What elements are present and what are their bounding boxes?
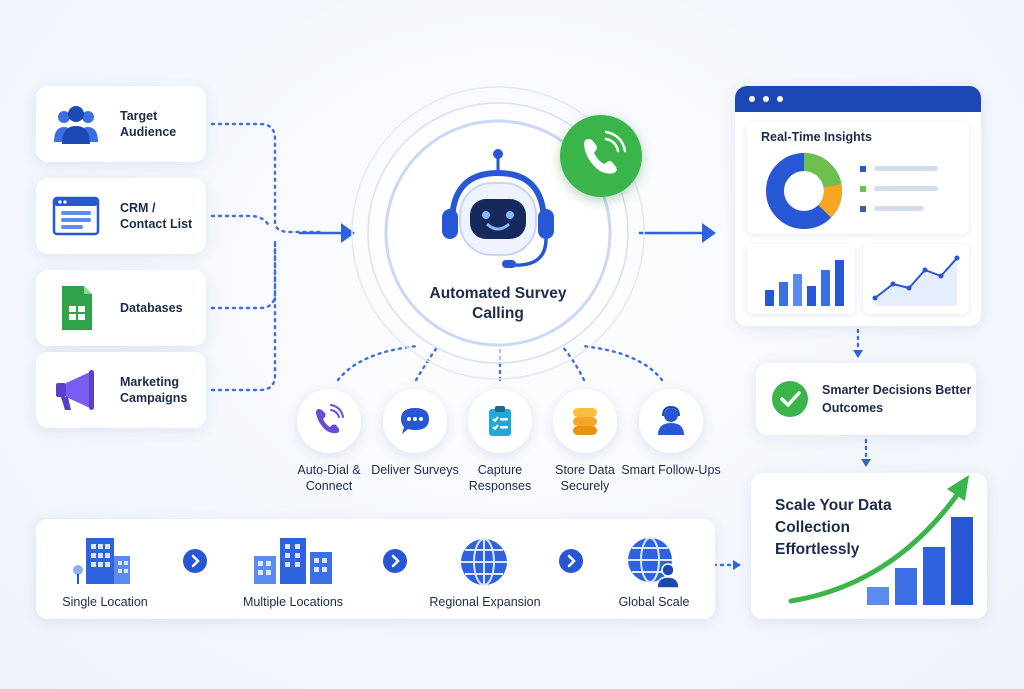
insights-dashboard: Real-Time Insights: [735, 86, 981, 326]
donut-chart-icon: [766, 153, 842, 229]
phone-ring-icon: [316, 404, 344, 434]
stage-label: Global Scale: [618, 595, 690, 609]
insights-panel: Real-Time Insights: [747, 122, 969, 234]
feature-label: Smart Follow-Ups: [621, 463, 721, 477]
bar-chart-panel: [747, 244, 855, 314]
stage-label: Single Location: [62, 595, 148, 609]
expansion-panel: [36, 519, 715, 619]
globe-people-icon: [624, 536, 684, 589]
growth-chart-icon: [788, 475, 973, 605]
spreadsheet-icon: [52, 284, 100, 332]
robot-headset-icon: [430, 145, 566, 275]
feature-label: Store Data Securely: [555, 463, 615, 493]
source-label: Databases: [120, 301, 183, 315]
globe-icon: [458, 536, 510, 588]
feature-label: Capture Responses: [468, 463, 532, 493]
legend-swatch: [860, 186, 866, 192]
hub-label: Automated Survey Calling: [429, 285, 567, 322]
window-title-bar: [735, 86, 981, 112]
feature-label: Deliver Surveys: [371, 463, 459, 477]
check-circle-icon: [772, 381, 808, 417]
phone-call-icon: [560, 115, 642, 197]
feature-circle-auto-dial: [297, 389, 361, 453]
legend-line: [874, 186, 938, 191]
legend-line: [874, 166, 938, 171]
source-card-marketing-campaigns: Marketing Campaigns: [36, 352, 206, 428]
window-dot: [763, 96, 769, 102]
chevron-right-icon: [183, 549, 207, 573]
database-icon: [573, 408, 597, 435]
source-card-crm-contact-list: CRM / Contact List: [36, 178, 206, 254]
feature-label: Auto-Dial & Connect: [297, 463, 361, 493]
decision-card: Smarter Decisions Better Outcomes: [756, 363, 976, 435]
stage-label: Multiple Locations: [242, 595, 344, 609]
feature-circle-capture-responses: [468, 389, 532, 453]
megaphone-icon: [52, 366, 100, 414]
legend-swatch: [860, 166, 866, 172]
building-icon: [70, 536, 136, 586]
bar-chart-icon: [765, 260, 844, 306]
legend-swatch: [860, 206, 866, 212]
chevron-right-icon: [383, 549, 407, 573]
user-icon: [658, 405, 684, 435]
clipboard-check-icon: [489, 406, 511, 436]
source-label: Target Audience: [120, 109, 177, 139]
feature-circle-smart-follow-ups: [639, 389, 703, 453]
line-chart-panel: [863, 244, 969, 314]
window-dot: [777, 96, 783, 102]
window-dot: [749, 96, 755, 102]
legend-line: [874, 206, 924, 211]
people-icon: [52, 100, 100, 148]
line-chart-icon: [872, 255, 960, 306]
scale-card: Scale Your Data Collection Effortlessly: [751, 473, 987, 619]
source-card-target-audience: Target Audience: [36, 86, 206, 162]
feature-circle-deliver-surveys: [383, 389, 447, 453]
source-label: CRM / Contact List: [120, 201, 193, 231]
stage-label: Regional Expansion: [429, 595, 541, 609]
chevron-right-icon: [559, 549, 583, 573]
browser-list-icon: [52, 192, 100, 240]
buildings-icon: [250, 536, 336, 586]
scale-label: Scale Your Data Collection Effortlessly: [775, 497, 892, 558]
chat-bubble-icon: [401, 408, 429, 434]
source-label: Marketing Campaigns: [120, 375, 188, 405]
insights-title: Real-Time Insights: [761, 130, 872, 144]
feature-circle-store-data: [553, 389, 617, 453]
decision-label: Smarter Decisions Better Outcomes: [822, 383, 972, 415]
source-card-databases: Databases: [36, 270, 206, 346]
